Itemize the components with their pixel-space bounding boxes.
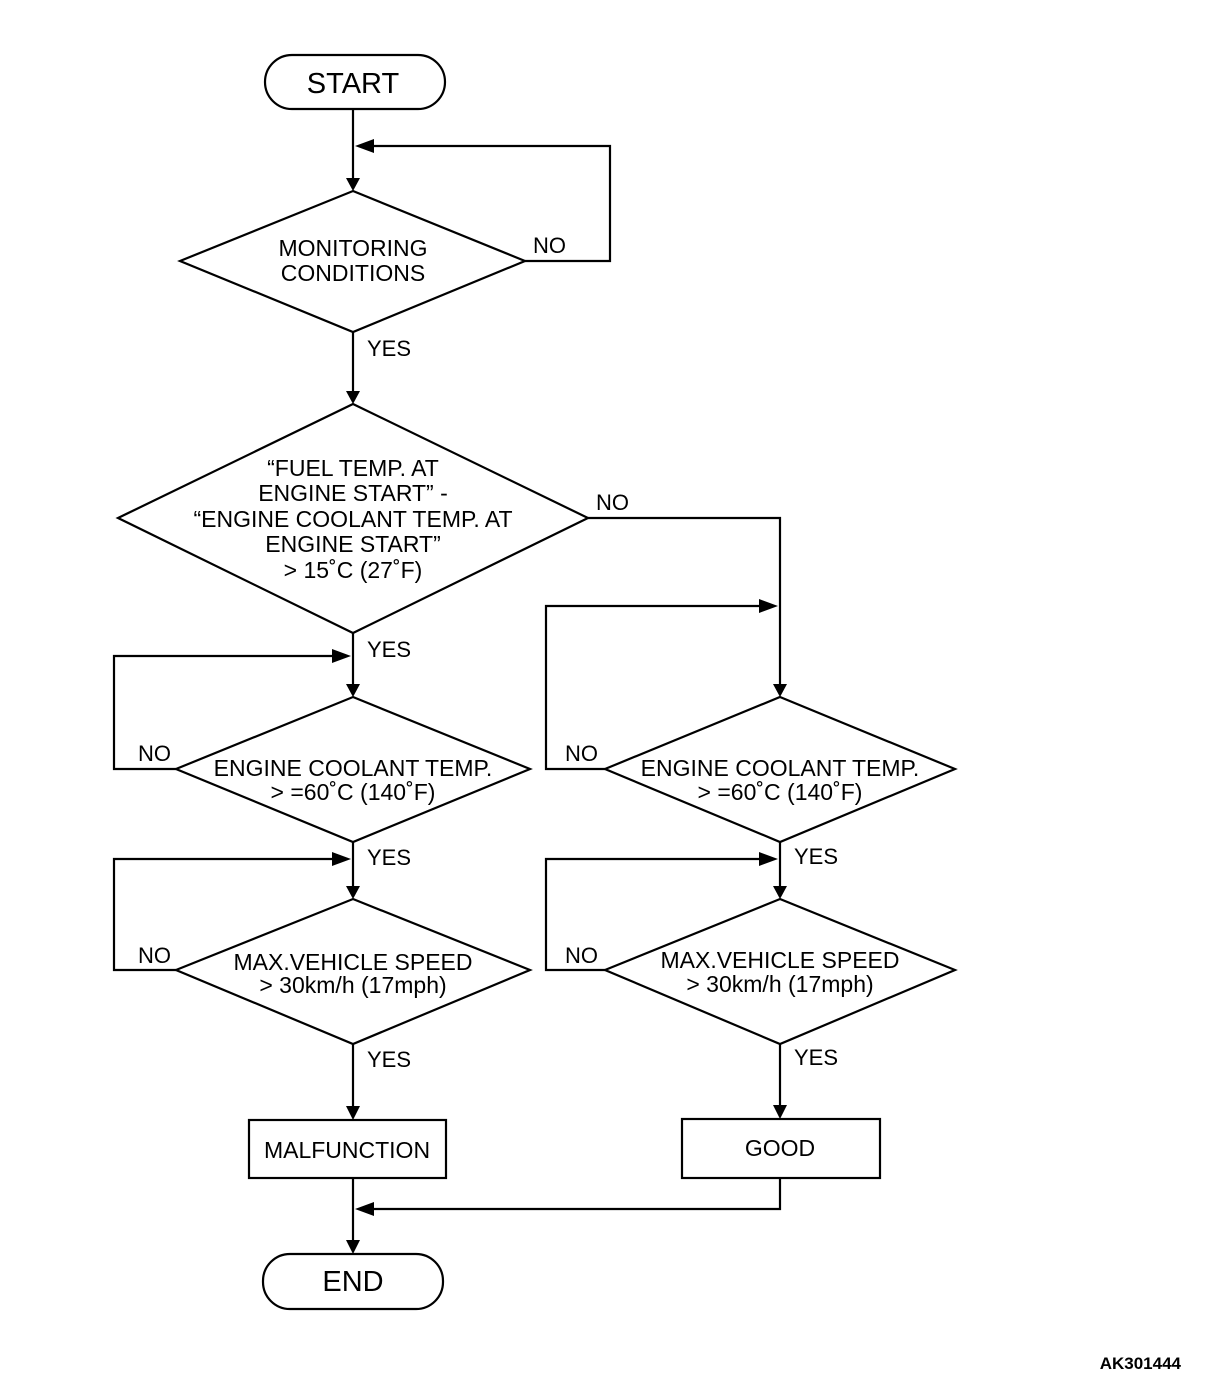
start-label: START [307,68,400,100]
arrowhead [355,139,374,153]
fuel-temp-no-label: NO [596,490,629,515]
fuel-temp-line-2: ENGINE START” - [258,480,448,506]
fuel-temp-line-1: “FUEL TEMP. AT [267,455,439,481]
monitoring-no-label: NO [533,233,566,258]
arrowhead [332,649,351,663]
arrowhead [346,684,360,697]
arrowhead [759,599,778,613]
malfunction-label: MALFUNCTION [264,1137,430,1163]
arrowhead [346,1240,360,1254]
arrowhead [355,1202,374,1216]
speed-right-line-1: MAX.VEHICLE SPEED [660,947,899,973]
speed-right-yes-label: YES [794,1045,838,1070]
fuel-temp-line-4: ENGINE START” [265,531,441,557]
good-box [680,1117,882,1180]
speed-left-no-label: NO [138,943,171,968]
arrowhead [346,391,360,404]
coolant-left-no-label: NO [138,741,171,766]
arrowhead [346,886,360,899]
coolant-left-line-1: ENGINE COOLANT TEMP. [214,755,493,781]
connector-monitoring-no-loop [372,144,612,263]
fuel-temp-yes-label: YES [367,637,411,662]
arrowhead [332,852,351,866]
arrowhead [346,1106,360,1120]
coolant-right-line-2: > =60˚C (140˚F) [698,779,863,805]
speed-left-yes-label: YES [367,1047,411,1072]
coolant-left-line-2: > =60˚C (140˚F) [271,779,436,805]
coolant-right-line-1: ENGINE COOLANT TEMP. [641,755,920,781]
good-label: GOOD [745,1135,815,1161]
malfunction-box [247,1118,448,1180]
arrowhead [773,886,787,899]
fuel-temp-line-3: “ENGINE COOLANT TEMP. AT [193,506,512,532]
figure-code: AK301444 [1100,1354,1182,1373]
fuel-temp-line-5: > 15˚C (27˚F) [284,557,423,583]
speed-left-line-2: > 30km/h (17mph) [259,972,446,998]
coolant-left-yes-label: YES [367,845,411,870]
monitoring-line-2: CONDITIONS [281,260,425,286]
connector-coolant-right-no-loop [544,604,761,771]
arrowhead [773,1105,787,1119]
connector-speed-left-no-loop [112,857,334,972]
coolant-right-no-label: NO [565,741,598,766]
connector-coolant-left-no-loop [112,654,334,771]
connector-good-to-end [372,1178,782,1211]
connector-fuel-no [588,516,782,686]
arrowhead [773,684,787,697]
arrowhead [759,852,778,866]
speed-left-line-1: MAX.VEHICLE SPEED [233,949,472,975]
start-terminal [263,53,447,111]
speed-right-no-label: NO [565,943,598,968]
speed-right-line-2: > 30km/h (17mph) [686,971,873,997]
arrowhead [346,178,360,191]
connector-speed-right-no-loop [544,857,761,972]
monitoring-yes-label: YES [367,336,411,361]
coolant-right-yes-label: YES [794,844,838,869]
monitoring-line-1: MONITORING [278,235,427,261]
end-label: END [322,1266,383,1298]
